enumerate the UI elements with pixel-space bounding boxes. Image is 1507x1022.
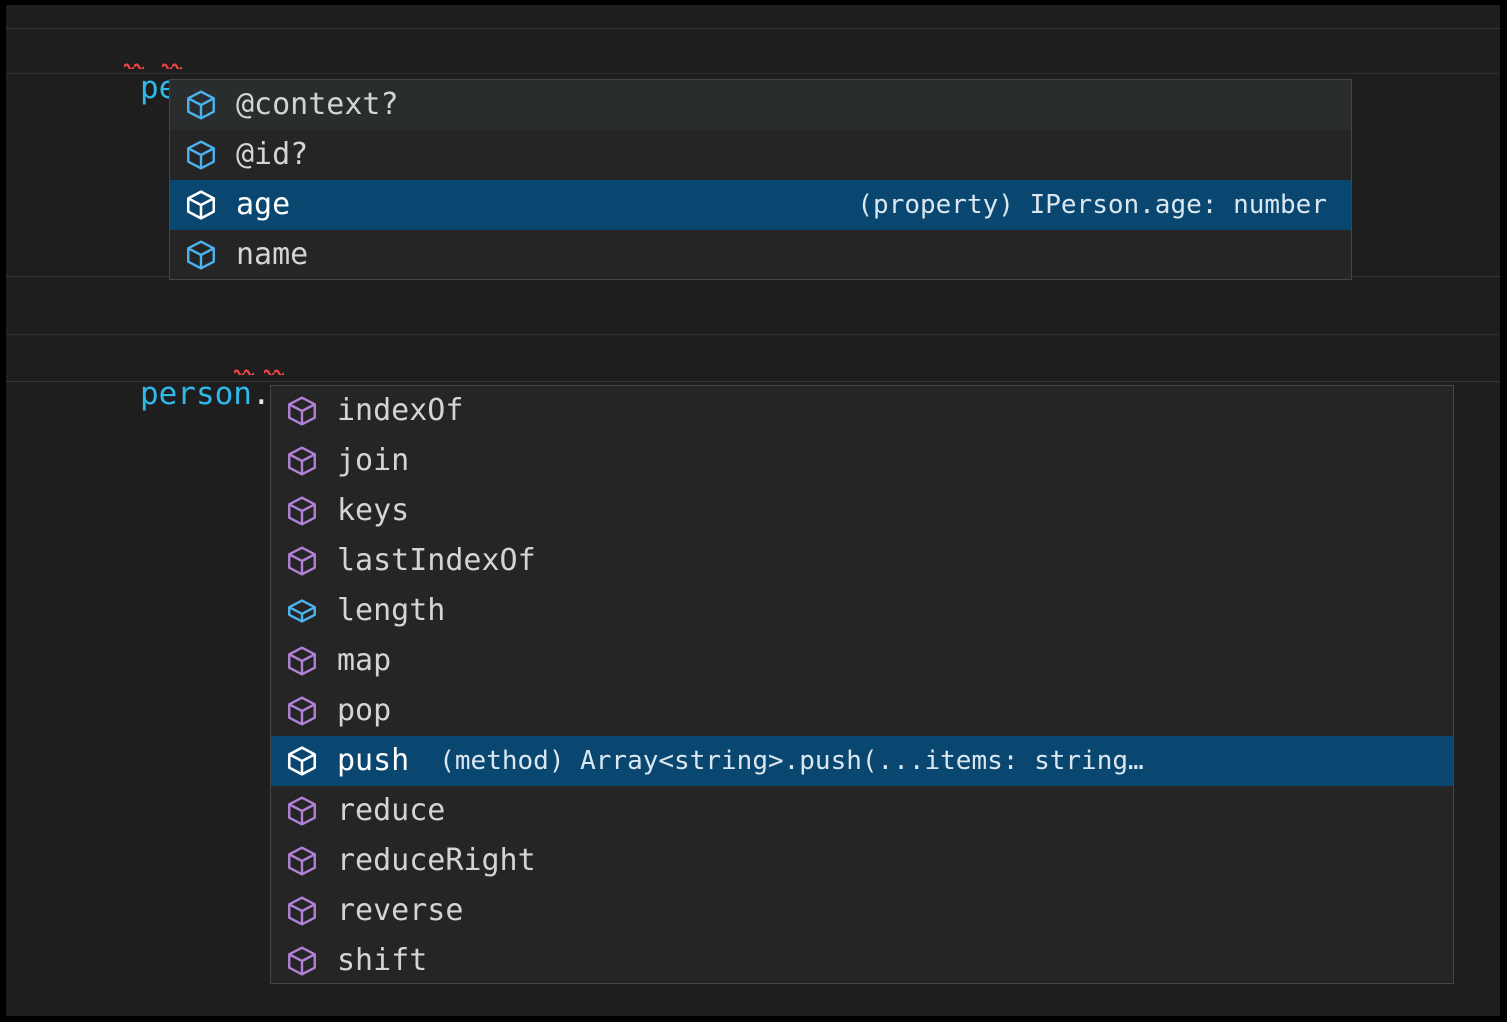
method-cube-icon (281, 741, 323, 781)
code-token-punctuation: . (251, 376, 271, 412)
suggest-item-label: age (236, 187, 291, 222)
block-separator (6, 73, 1500, 74)
error-squiggle-icon (234, 368, 254, 375)
block-separator (6, 334, 1500, 335)
suggest-item-detail: (property) IPerson.age: number (857, 190, 1327, 220)
method-cube-icon (281, 441, 323, 481)
suggest-item-label: pop (337, 693, 392, 728)
suggest-item-lastindexof[interactable]: lastIndexOf (271, 536, 1453, 586)
method-cube-icon (281, 491, 323, 531)
block-separator (6, 381, 1500, 382)
suggest-item-id[interactable]: @id? (170, 130, 1351, 180)
suggest-item-label: reduceRight (337, 843, 536, 878)
property-cube-icon (180, 135, 222, 175)
suggest-item-label: @context? (236, 87, 399, 122)
error-squiggle-icon (162, 62, 182, 69)
suggest-item-detail: (method) Array<string>.push(...items: st… (439, 746, 1144, 776)
suggest-item-label: reverse (337, 893, 464, 928)
suggest-item-reduce[interactable]: reduce (271, 786, 1453, 836)
property-cube-icon (281, 591, 323, 631)
suggest-item-label: reduce (337, 793, 446, 828)
suggest-item-reverse[interactable]: reverse (271, 886, 1453, 936)
method-cube-icon (281, 791, 323, 831)
code-token-variable: person (139, 376, 252, 412)
suggest-item-label: name (236, 237, 309, 272)
method-cube-icon (281, 841, 323, 881)
method-cube-icon (281, 691, 323, 731)
suggest-item-pop[interactable]: pop (271, 686, 1453, 736)
method-cube-icon (281, 391, 323, 431)
suggest-item-shift[interactable]: shift (271, 936, 1453, 983)
suggest-item-label: map (337, 643, 392, 678)
block-separator (6, 28, 1500, 29)
suggest-widget-person[interactable]: @context? @id? (169, 79, 1352, 280)
code-editor-surface[interactable]: person.; @context? (6, 5, 1500, 1016)
suggest-item-indexof[interactable]: indexOf (271, 386, 1453, 436)
method-cube-icon (281, 641, 323, 681)
error-squiggle-icon (264, 368, 284, 375)
suggest-item-keys[interactable]: keys (271, 486, 1453, 536)
suggest-item-reduceright[interactable]: reduceRight (271, 836, 1453, 886)
suggest-item-label: @id? (236, 137, 309, 172)
suggest-widget-person-name[interactable]: indexOf join (270, 385, 1454, 984)
suggest-item-map[interactable]: map (271, 636, 1453, 686)
method-cube-icon (281, 941, 323, 981)
suggest-item-join[interactable]: join (271, 436, 1453, 486)
property-cube-icon (180, 85, 222, 125)
suggest-item-label: keys (337, 493, 410, 528)
property-cube-icon (180, 185, 222, 225)
method-cube-icon (281, 541, 323, 581)
suggest-item-context[interactable]: @context? (170, 80, 1351, 130)
suggest-item-label: indexOf (337, 393, 464, 428)
suggest-item-label: shift (337, 943, 428, 978)
suggest-item-name[interactable]: name (170, 230, 1351, 279)
suggest-item-push[interactable]: push (method) Array<string>.push(...item… (271, 736, 1453, 786)
suggest-item-label: length (337, 593, 446, 628)
suggest-item-label: join (337, 443, 410, 478)
suggest-item-label: lastIndexOf (337, 543, 536, 578)
property-cube-icon (180, 235, 222, 275)
suggest-item-label: push (337, 743, 410, 778)
method-cube-icon (281, 891, 323, 931)
suggest-item-length[interactable]: length (271, 586, 1453, 636)
suggest-item-age[interactable]: age (property) IPerson.age: number (170, 180, 1351, 230)
error-squiggle-icon (124, 62, 144, 69)
